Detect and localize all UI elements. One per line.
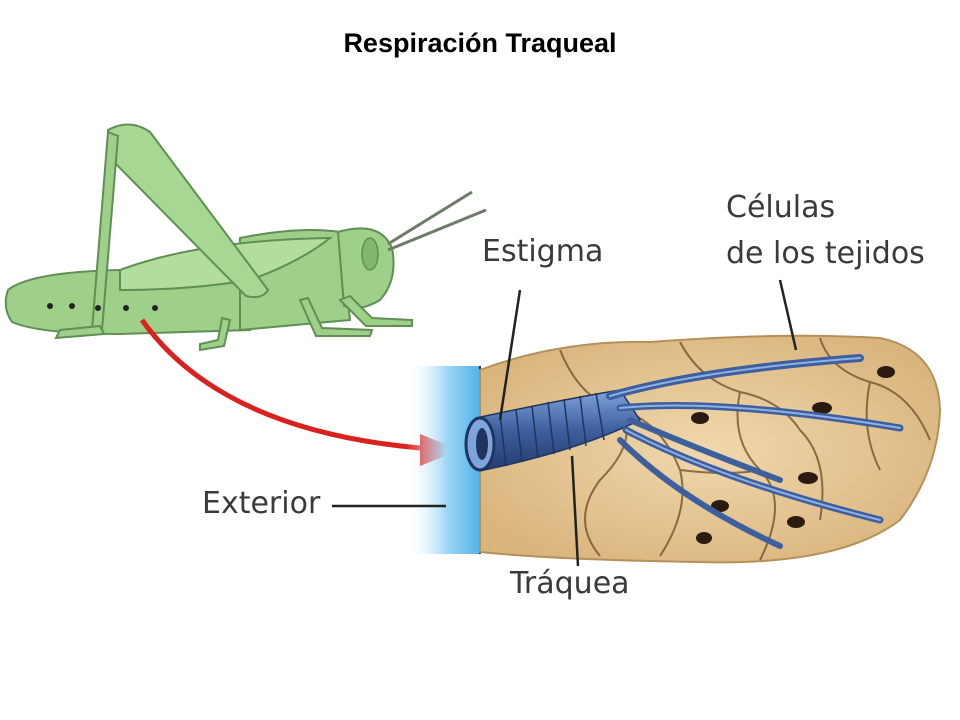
label-traquea: Tráquea	[510, 566, 630, 601]
antenna	[387, 190, 473, 246]
label-celulas-line2: de los tejidos	[726, 236, 925, 271]
celulas-leader	[778, 279, 798, 351]
traquea-leader	[570, 455, 580, 567]
grasshopper-eye	[361, 237, 379, 271]
spiracles	[47, 303, 158, 311]
trachea-rings	[499, 392, 605, 467]
label-estigma: Estigma	[482, 234, 604, 269]
estigma-leader	[498, 289, 522, 421]
page-title: Respiración Traqueal	[343, 28, 617, 58]
cell-nuclei	[691, 366, 895, 544]
label-exterior: Exterior	[202, 486, 321, 521]
antenna	[387, 208, 487, 252]
grasshopper-illustration	[4, 123, 413, 352]
tracheoles	[606, 354, 904, 549]
red-arrow	[139, 318, 421, 451]
label-celulas-line1: Células	[726, 190, 836, 225]
